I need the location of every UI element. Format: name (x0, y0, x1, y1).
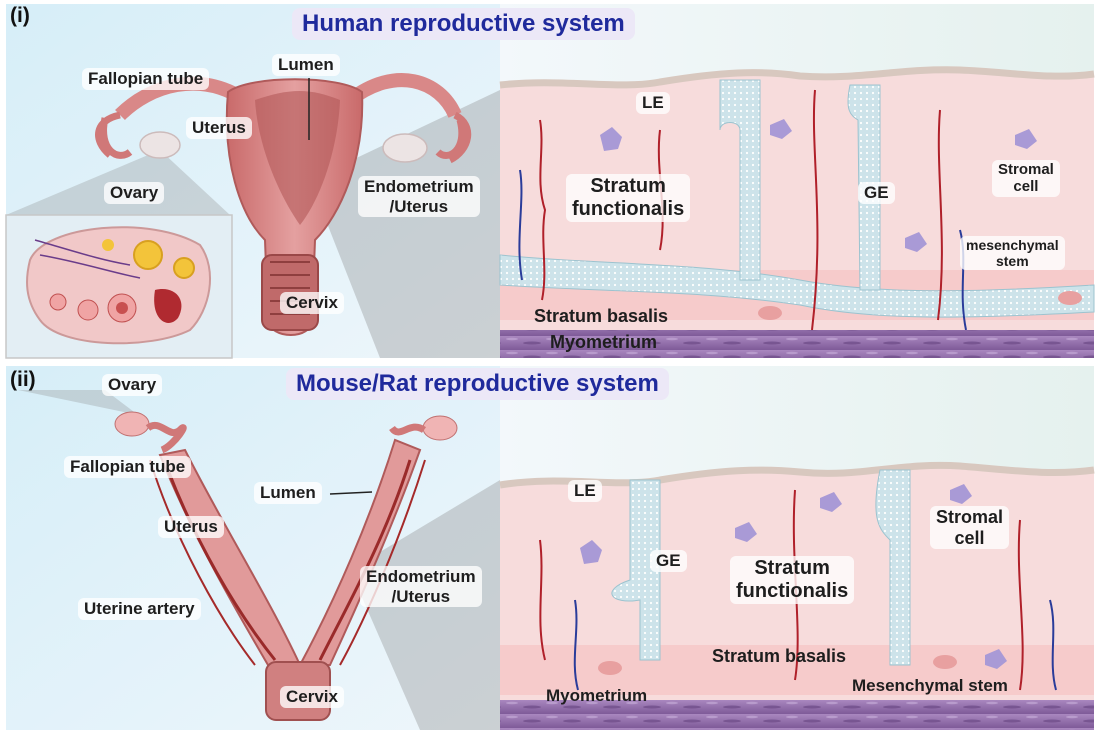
mouse-uterus-drawing (114, 411, 458, 721)
panel-ii-title: Mouse/Rat reproductive system (286, 368, 669, 400)
label-stratum-basalis-i: Stratum basalis (534, 306, 669, 326)
panel-ii-tag: (ii) (10, 368, 36, 391)
label-lumen-ii: Lumen (254, 482, 322, 504)
label-fallopian-tube-ii: Fallopian tube (64, 456, 192, 478)
label-endometrium-ii: Endometrium /Uterus (360, 566, 482, 608)
stromal-line1: Stromal (998, 161, 1054, 178)
label-uterus-ii: Uterus (158, 516, 224, 538)
label-le-i: LE (636, 92, 670, 114)
sf-ii-line1: Stratum (754, 557, 830, 579)
label-stromal-cell-ii: Stromal cell (930, 506, 1010, 550)
label-myometrium-i: Myometrium (550, 332, 658, 352)
endometrium-line2: /Uterus (389, 196, 449, 216)
stromal-ii-line2: cell (954, 527, 985, 548)
label-myometrium-ii: Myometrium (546, 686, 648, 705)
label-fallopian-tube-i: Fallopian tube (82, 68, 210, 90)
mesenchymal-line1: mesenchymal (966, 237, 1059, 253)
label-stromal-cell-i: Stromal cell (992, 160, 1060, 197)
stromal-line2: cell (1013, 178, 1039, 196)
label-ge-ii: GE (650, 550, 687, 572)
label-uterine-artery-ii: Uterine artery (78, 598, 201, 620)
endometrium-line1: Endometrium (364, 177, 474, 196)
label-le-ii: LE (568, 480, 602, 502)
stromal-ii-line1: Stromal (936, 507, 1004, 527)
ovary-inset (5, 214, 233, 359)
label-cervix-i: Cervix (280, 292, 344, 314)
panel-i-title: Human reproductive system (292, 8, 635, 40)
mesenchymal-line2: stem (995, 253, 1029, 270)
human-uterus-drawing (95, 73, 472, 336)
sf-line2: functionalis (572, 198, 685, 220)
label-stratum-functionalis-ii: Stratum functionalis (730, 556, 855, 604)
label-stratum-functionalis-i: Stratum functionalis (566, 174, 691, 222)
label-ge-i: GE (858, 182, 895, 204)
label-lumen-i: Lumen (272, 54, 340, 76)
label-mesenchymal-stem-ii: Mesenchymal stem (852, 676, 1008, 695)
panel-i-tag: (i) (10, 4, 30, 27)
endometrium-ii-line2: /Uterus (391, 586, 451, 606)
sf-ii-line2: functionalis (736, 580, 849, 602)
label-ovary-i: Ovary (104, 182, 165, 204)
label-endometrium-i: Endometrium /Uterus (358, 176, 480, 218)
label-cervix-ii: Cervix (280, 686, 344, 708)
label-stratum-basalis-ii: Stratum basalis (712, 646, 847, 666)
label-mesenchymal-stem-i: mesenchymal stem (960, 236, 1065, 271)
label-ovary-ii: Ovary (102, 374, 163, 396)
label-uterus-i: Uterus (186, 117, 252, 139)
endometrium-ii-line1: Endometrium (366, 567, 476, 586)
human-endometrium-drawing (499, 66, 1095, 359)
sf-line1: Stratum (590, 175, 666, 197)
